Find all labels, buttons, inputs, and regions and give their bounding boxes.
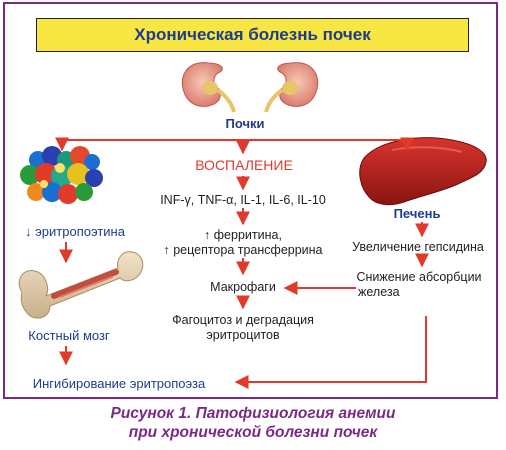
- kidneys-label: Почки: [225, 116, 265, 131]
- erythropoietin-label: ↓ эритропоэтина: [25, 224, 125, 239]
- erythropoiesis-inhibition-label: Ингибирование эритропоэза: [32, 376, 206, 391]
- cytokines-label: INF-γ, TNF-α, IL-1, IL-6, IL-10: [160, 193, 326, 207]
- ferritin-line-2: ↑ рецептора трансферрина: [163, 243, 323, 257]
- absorption-line-2: железа: [358, 285, 400, 299]
- macrophages-label: Макрофаги: [210, 280, 276, 294]
- ferritin-line-1: ↑ ферритина,: [204, 228, 282, 242]
- erythropoietin-protein-illustration: [20, 146, 103, 204]
- inflammation-label: ВОСПАЛЕНИЕ: [195, 157, 293, 173]
- absorption-label: Снижение абсорбции железа: [344, 270, 494, 300]
- caption-line-1: Рисунок 1. Патофизиология анемии: [110, 405, 396, 422]
- title-banner: Хроническая болезнь почек: [36, 18, 469, 52]
- bone-illustration: [18, 251, 144, 319]
- phagocytosis-line-2: эритроцитов: [206, 328, 280, 342]
- figure-caption: Рисунок 1. Патофизиология анемии при хро…: [0, 404, 506, 442]
- absorption-line-1: Снижение абсорбции: [356, 270, 482, 284]
- kidneys-illustration: [181, 62, 319, 113]
- arrow-absorption-to-inhibition: [234, 316, 427, 389]
- phagocytosis-label: Фагоцитоз и деградация эритроцитов: [160, 313, 326, 343]
- liver-label: Печень: [393, 206, 441, 221]
- liver-illustration: [359, 137, 487, 206]
- phagocytosis-line-1: Фагоцитоз и деградация: [172, 313, 314, 327]
- flow-arrows: [55, 137, 429, 389]
- caption-line-2: при хронической болезни почек: [128, 424, 378, 441]
- hepcidin-label: Увеличение гепсидина: [352, 240, 484, 254]
- bone-marrow-label: Костный мозг: [28, 328, 110, 343]
- ferritin-label: ↑ ферритина, ↑ рецептора трансферрина: [140, 228, 346, 258]
- figure-title: Хроническая болезнь почек: [134, 25, 371, 44]
